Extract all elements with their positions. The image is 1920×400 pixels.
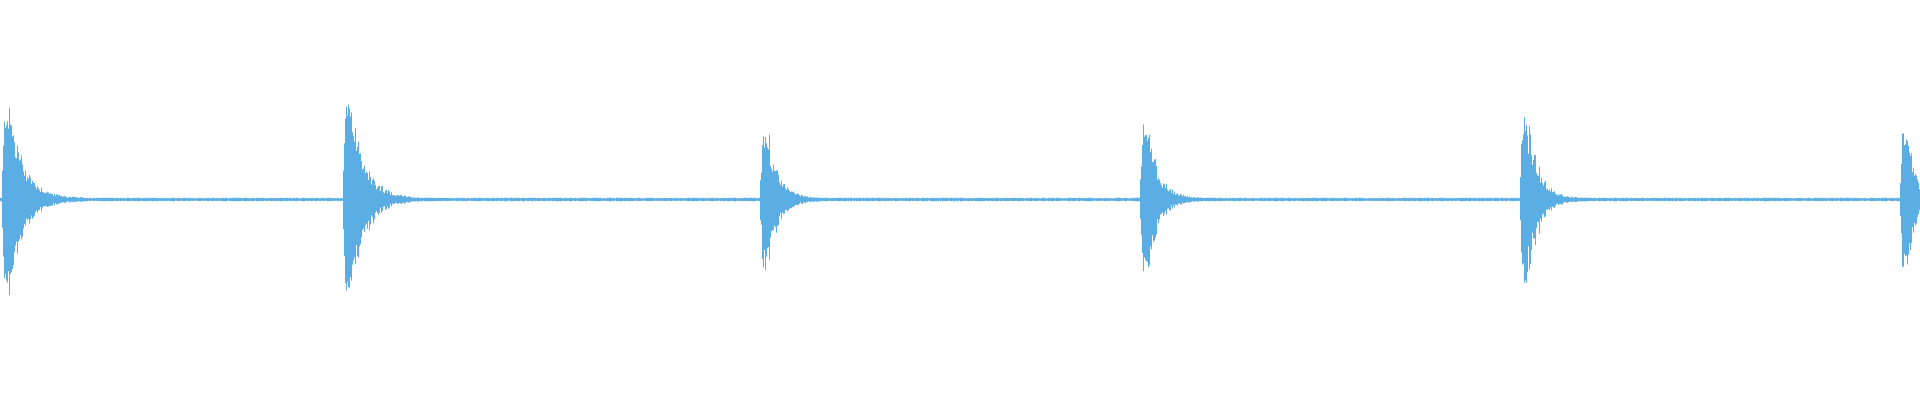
waveform-bars: [0, 104, 1920, 296]
